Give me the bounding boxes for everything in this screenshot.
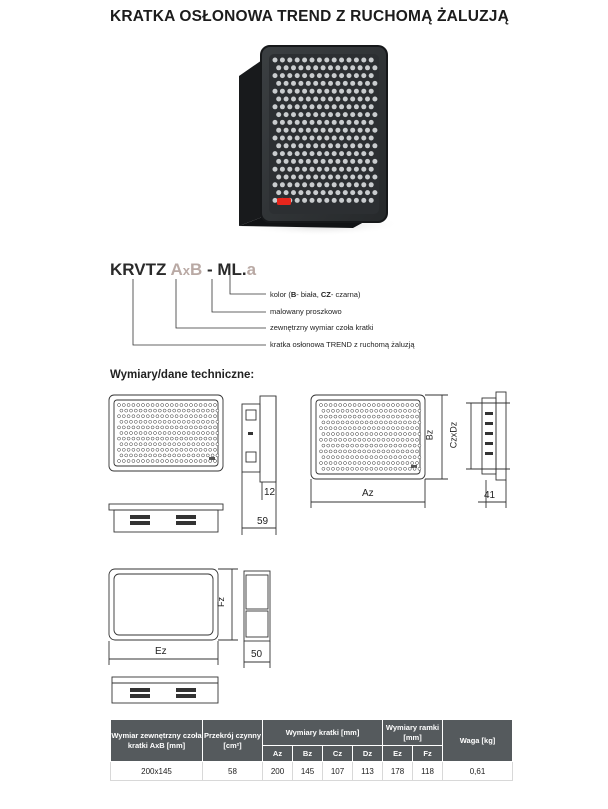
th-fz: Fz bbox=[412, 745, 444, 762]
section-title: Wymiary/dane techniczne: bbox=[110, 369, 255, 381]
code-ml: - ML bbox=[202, 260, 242, 279]
dim-czdz: CzxDz bbox=[448, 421, 459, 449]
code-b: B bbox=[189, 260, 203, 279]
th-wymiar: Wymiar zewnętrzny czoła kratki AxB [mm] bbox=[110, 719, 203, 762]
page-title: KRATKA OSŁONOWA TREND Z RUCHOMĄ ŻALUZJĄ bbox=[110, 8, 510, 25]
cell-fz: 118 bbox=[412, 761, 444, 781]
cell-wymiar: 200x145 bbox=[110, 761, 203, 781]
cell-az: 200 bbox=[262, 761, 293, 781]
product-code: KRVTZ AxB - ML.a bbox=[110, 260, 256, 280]
dim-fz: Fz bbox=[216, 597, 226, 607]
th-wymiary-kratki: Wymiary kratki [mm] bbox=[261, 719, 384, 746]
technical-drawings bbox=[108, 391, 510, 704]
th-ez: Ez bbox=[382, 745, 414, 762]
product-photo bbox=[239, 45, 395, 236]
code-a: A bbox=[170, 260, 183, 279]
cell-dz: 113 bbox=[351, 761, 384, 781]
code-suffix: a bbox=[246, 260, 257, 279]
cell-bz: 145 bbox=[292, 761, 323, 781]
th-waga: Waga [kg] bbox=[442, 719, 514, 762]
dim-50: 50 bbox=[251, 649, 263, 660]
dim-41: 41 bbox=[484, 490, 496, 501]
th-bz: Bz bbox=[292, 745, 323, 762]
dim-az: Az bbox=[362, 488, 374, 499]
grille-holes bbox=[272, 57, 378, 203]
dim-12: 12 bbox=[264, 487, 276, 498]
th-dz: Dz bbox=[351, 745, 384, 762]
th-cz: Cz bbox=[322, 745, 353, 762]
spec-table: Wymiar zewnętrzny czoła kratki AxB [mm] … bbox=[110, 719, 514, 781]
code-x: x bbox=[182, 263, 190, 278]
th-przekroj: Przekrój czynny [cm²] bbox=[202, 719, 263, 762]
red-slider-knob bbox=[277, 198, 291, 205]
th-az: Az bbox=[262, 745, 293, 762]
cell-przekroj: 58 bbox=[202, 761, 263, 781]
cell-cz: 107 bbox=[322, 761, 353, 781]
dim-59: 59 bbox=[257, 516, 269, 527]
cell-waga: 0,61 bbox=[442, 761, 514, 781]
th-wymiary-ramki: Wymiary ramki [mm] bbox=[382, 719, 444, 746]
code-leader-lines bbox=[132, 275, 266, 346]
code-dot: . bbox=[241, 260, 247, 279]
code-base: KRVTZ bbox=[110, 260, 171, 279]
table-row: 200x145 58 200 145 107 113 178 118 0,61 bbox=[110, 761, 514, 781]
legend-zewnetrzny: zewnętrzny wymiar czoła kratki bbox=[270, 323, 374, 332]
dim-ez: Ez bbox=[155, 646, 167, 657]
legend-malowany: malowany proszkowo bbox=[270, 307, 342, 316]
legend-kratka: kratka osłonowa TREND z ruchomą żaluzją bbox=[270, 340, 415, 349]
legend-kolor: kolor (B- biała, CZ- czarna) bbox=[270, 290, 361, 299]
cell-ez: 178 bbox=[382, 761, 414, 781]
dim-bz: Bz bbox=[424, 429, 435, 441]
